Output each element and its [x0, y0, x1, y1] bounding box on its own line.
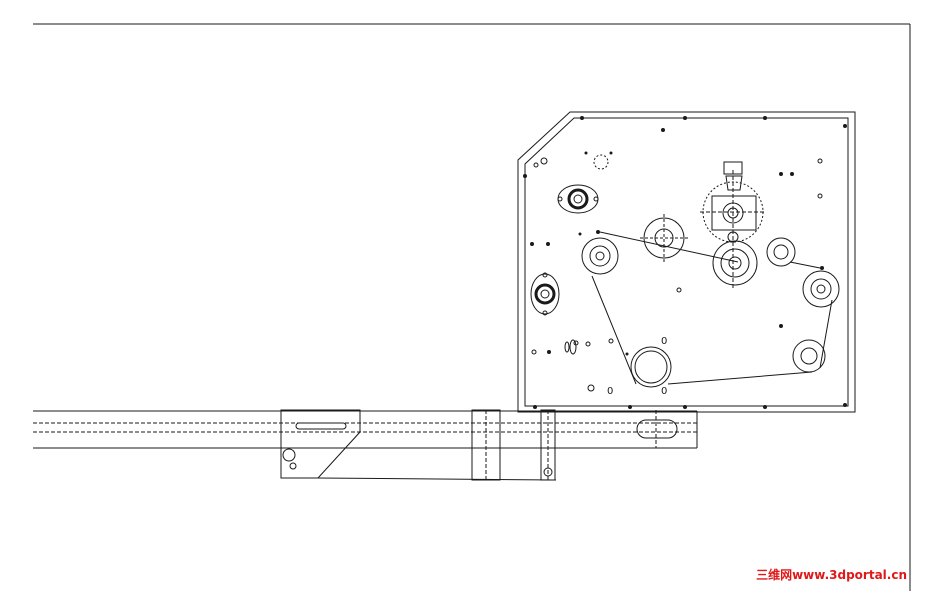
- hole: [817, 193, 823, 199]
- drawing-line: [581, 237, 619, 275]
- drawing-line: [763, 405, 767, 409]
- drawing-line: [578, 232, 582, 236]
- post-2-hole: [543, 467, 553, 477]
- drawing-line: [589, 245, 611, 267]
- roller-lower-right: [792, 339, 826, 373]
- drawing-line: [766, 237, 796, 267]
- watermark-cn: 三维网: [756, 568, 793, 582]
- drawing-line: [800, 347, 818, 365]
- drawing-line: [763, 116, 767, 120]
- hole: [533, 162, 539, 168]
- flange-bearing-side: [530, 272, 560, 316]
- bracket-tie-line: [317, 477, 557, 481]
- drawing-line: [596, 230, 600, 234]
- drawing-line: [625, 352, 629, 356]
- drawing-line: [546, 242, 550, 246]
- drawing-line: [711, 195, 757, 231]
- drawing-line: [802, 270, 840, 308]
- drawing-line: [720, 248, 750, 278]
- drawing-line: [779, 172, 783, 176]
- watermark-url: www.3dportal.cn: [792, 568, 907, 582]
- drawing-line: [595, 251, 605, 261]
- watermark: 三维网www.3dportal.cn: [756, 566, 907, 583]
- drawing-line: [609, 151, 613, 155]
- hole: [540, 157, 548, 165]
- drawing-line: [792, 339, 826, 373]
- drawing-line: [630, 346, 672, 388]
- drawing-line: [628, 405, 632, 409]
- drawing-line: [779, 324, 783, 328]
- slot-label-1: 0: [661, 336, 667, 347]
- drawing-line: [530, 273, 560, 315]
- hole: [676, 287, 682, 293]
- bracket-hole: [282, 448, 296, 462]
- drawing-line: [773, 244, 789, 260]
- slot-label-3: 0: [661, 386, 667, 397]
- drawing-line: [567, 188, 589, 210]
- drawing-line: [557, 196, 563, 202]
- hole: [817, 158, 823, 164]
- drawing-line: [584, 151, 588, 155]
- drawing-line: [534, 283, 556, 305]
- hole: [587, 384, 595, 392]
- hole: [531, 349, 537, 355]
- drawing-line: [728, 256, 742, 270]
- slot-hole: [569, 339, 577, 355]
- slot-label-2: 0: [607, 386, 613, 397]
- drawing-line: [843, 124, 847, 128]
- drawing-line: [790, 172, 794, 176]
- main-plate-outline: [517, 111, 856, 413]
- beam-slot: [636, 419, 678, 439]
- post-2: [540, 409, 556, 481]
- post-1: [471, 409, 501, 481]
- drawing-line: [530, 242, 534, 246]
- drawing-line: [533, 405, 537, 409]
- rivets: [523, 116, 847, 409]
- drawing-line: [547, 350, 551, 354]
- drawing-line: [683, 405, 687, 409]
- drawing-line: [712, 240, 758, 286]
- drawing-line: [683, 116, 687, 120]
- bracket-hole-small: [289, 462, 297, 470]
- drawing-line: [573, 194, 583, 204]
- flange-bearing-top: [557, 184, 599, 214]
- roller-tension-right: [802, 270, 840, 308]
- belt-path: [591, 231, 833, 385]
- drawing-line: [593, 196, 599, 202]
- hole: [608, 338, 614, 344]
- roller-bottom: [630, 346, 672, 388]
- main-plate-inner: [524, 117, 849, 407]
- drawing-line: [643, 217, 685, 259]
- drawing-line: [843, 403, 847, 407]
- hole-dashed: [593, 154, 609, 170]
- drawing-line: [540, 289, 550, 299]
- drawing-line: [542, 272, 548, 278]
- drawing-line: [816, 284, 826, 294]
- hole: [585, 341, 591, 347]
- drawing-line: [634, 350, 668, 384]
- drawing-line: [33, 23, 911, 591]
- roller-left: [581, 237, 619, 275]
- drawing-line: [523, 174, 527, 178]
- gear-assembly: [700, 161, 766, 290]
- roller-gear-lower: [712, 240, 758, 286]
- left-bracket: [280, 409, 361, 479]
- drawing-line: [725, 175, 743, 191]
- bracket-slot: [295, 422, 347, 430]
- drawing-line: [580, 116, 584, 120]
- drawing-line: [820, 266, 824, 270]
- drawing-line: [542, 310, 548, 316]
- drawing-line: [661, 128, 665, 132]
- drawing-line: [810, 278, 832, 300]
- slot-hole: [564, 341, 570, 353]
- roller-small-right: [766, 237, 796, 267]
- roller-center: [640, 214, 688, 262]
